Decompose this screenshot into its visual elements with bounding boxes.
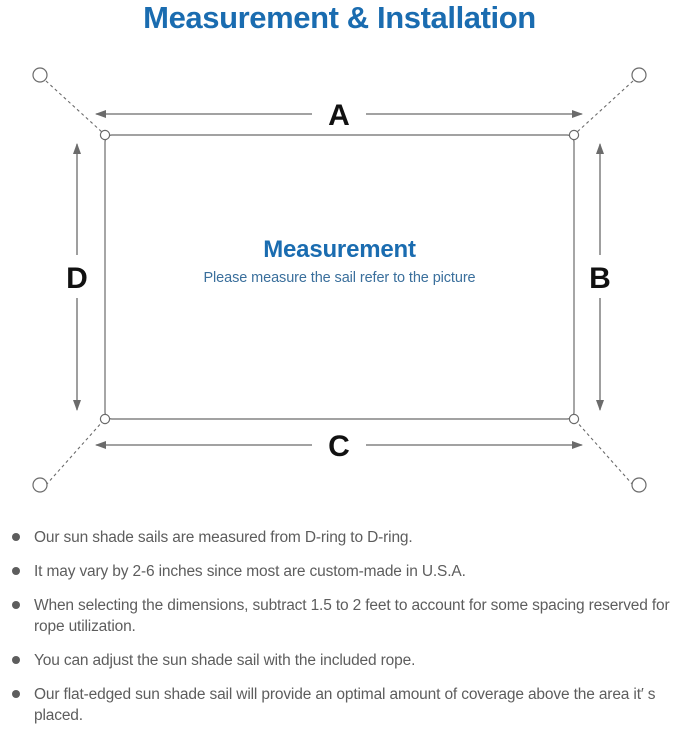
dimension-label-c: C bbox=[328, 430, 350, 463]
bullet-icon bbox=[12, 690, 20, 698]
note-text: You can adjust the sun shade sail with t… bbox=[34, 652, 416, 669]
notes-list: Our sun shade sails are measured from D-… bbox=[10, 527, 675, 726]
dimension-label-a: A bbox=[328, 99, 350, 132]
bullet-icon bbox=[12, 656, 20, 664]
sail-rectangle bbox=[104, 134, 575, 420]
rope-line-bottom-left bbox=[45, 420, 104, 486]
top-left-d-ring bbox=[99, 129, 111, 141]
measurement-diagram: A C D B bbox=[0, 48, 679, 518]
bottom-left-anchor-point bbox=[32, 477, 48, 493]
dimension-label-b: B bbox=[589, 262, 611, 295]
list-item: You can adjust the sun shade sail with t… bbox=[10, 650, 675, 671]
top-right-anchor-point bbox=[631, 67, 647, 83]
dimension-label-d: D bbox=[66, 262, 88, 295]
bottom-right-anchor-point bbox=[631, 477, 647, 493]
list-item: Our sun shade sails are measured from D-… bbox=[10, 527, 675, 548]
bottom-left-d-ring bbox=[99, 413, 111, 425]
note-text: Our sun shade sails are measured from D-… bbox=[34, 529, 413, 546]
note-text: Our flat-edged sun shade sail will provi… bbox=[34, 686, 656, 724]
bullet-icon bbox=[12, 567, 20, 575]
bottom-right-d-ring bbox=[568, 413, 580, 425]
page-title: Measurement & Installation bbox=[143, 0, 536, 35]
list-item: When selecting the dimensions, subtract … bbox=[10, 595, 675, 637]
rope-line-top-right bbox=[575, 80, 634, 134]
bullet-icon bbox=[12, 601, 20, 609]
note-text: It may vary by 2-6 inches since most are… bbox=[34, 563, 466, 580]
list-item: Our flat-edged sun shade sail will provi… bbox=[10, 684, 675, 726]
top-right-d-ring bbox=[568, 129, 580, 141]
bullet-icon bbox=[12, 533, 20, 541]
note-text: When selecting the dimensions, subtract … bbox=[34, 597, 670, 635]
rope-line-top-left bbox=[45, 80, 104, 134]
rope-line-bottom-right bbox=[575, 420, 634, 486]
list-item: It may vary by 2-6 inches since most are… bbox=[10, 561, 675, 582]
top-left-anchor-point bbox=[32, 67, 48, 83]
